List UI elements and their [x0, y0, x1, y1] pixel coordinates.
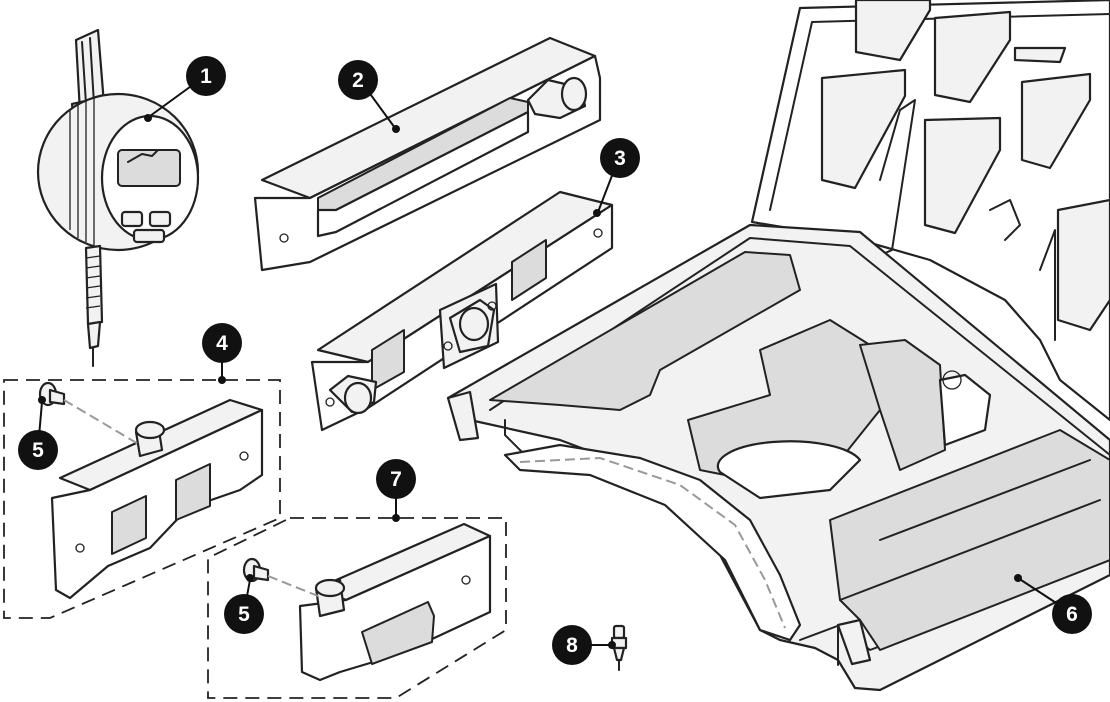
callout-4: 4	[202, 323, 242, 363]
callout-8: 8	[552, 625, 592, 665]
screw-5a	[38, 381, 66, 407]
kit-7	[207, 517, 507, 699]
kit-4	[3, 379, 281, 619]
carrying-case	[446, 0, 1110, 692]
contact-point	[610, 624, 628, 671]
callout-6: 6	[1052, 594, 1092, 634]
windowed-plate	[310, 190, 614, 432]
callout-7: 7	[376, 459, 416, 499]
case-base-foam	[489, 251, 1110, 651]
callout-label: 8	[566, 634, 578, 657]
callout-label: 6	[1066, 603, 1078, 626]
callout-label: 4	[216, 332, 228, 355]
callout-label: 3	[614, 147, 626, 170]
digital-indicator	[36, 28, 200, 367]
callout-label: 2	[352, 69, 364, 92]
callout-3: 3	[600, 138, 640, 178]
callout-1: 1	[186, 56, 226, 96]
holder-7	[298, 522, 492, 682]
callout-label: 7	[390, 468, 402, 491]
holder-4	[50, 398, 264, 600]
callout-5-upper: 5	[18, 430, 58, 470]
callout-label: 5	[32, 439, 44, 462]
callout-label: 5	[238, 603, 250, 626]
callout-2: 2	[338, 60, 378, 100]
case-lid-foam	[820, 0, 1110, 341]
callout-label: 1	[200, 65, 212, 88]
case-handle	[503, 443, 802, 642]
slotted-plate	[253, 36, 602, 272]
callout-5-lower: 5	[224, 594, 264, 634]
